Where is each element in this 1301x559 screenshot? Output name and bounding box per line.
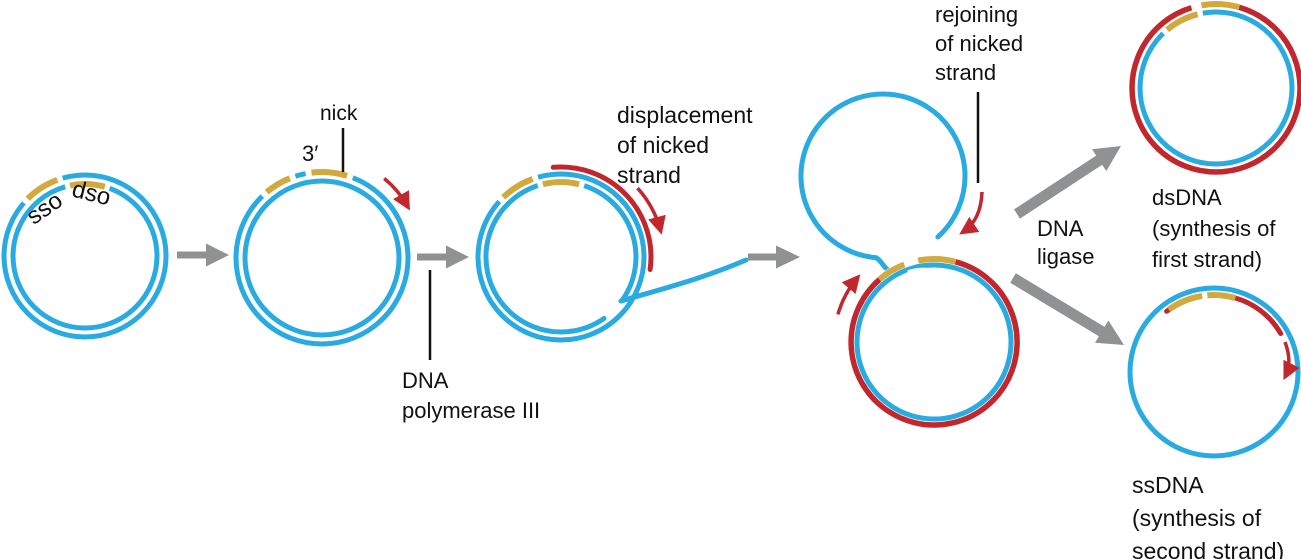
ligase-arrow-up xyxy=(1014,146,1121,219)
ssdna-product-label: ssDNA (synthesis of second strand) xyxy=(1132,472,1285,559)
sso-segment-2 xyxy=(264,175,292,195)
nick-label: nick xyxy=(320,102,358,125)
dsdna-product-label: dsDNA (synthesis of first strand) xyxy=(1152,185,1276,272)
sso-segment xyxy=(25,177,59,201)
dso-segment-dsdna xyxy=(1200,1,1241,11)
dso-segment-ssdna xyxy=(1207,292,1237,301)
rejoining-label: rejoining of nicked strand xyxy=(935,2,1024,85)
sso-segment-ssdna xyxy=(1166,293,1203,313)
three-prime-label: 3′ xyxy=(302,141,319,166)
step-arrow-3 xyxy=(748,245,800,269)
plasmid-stage-3-displacement xyxy=(475,164,749,343)
dna-polymerase-label: DNA polymerase III xyxy=(402,368,541,423)
stage-4-rejoining xyxy=(798,91,1020,428)
new-strand-arc xyxy=(550,164,654,272)
dso-segment xyxy=(69,181,106,190)
displacement-label: displacement of nicked strand xyxy=(617,102,753,188)
product-dsdna xyxy=(1129,0,1301,175)
step-arrow-1 xyxy=(177,243,229,267)
sso-segment-dsdna xyxy=(1165,11,1199,33)
rotation-arrow-stage-3 xyxy=(636,186,666,235)
displaced-strand-tail xyxy=(618,257,749,304)
rotation-arrow-stage-4 xyxy=(836,274,861,315)
plasmid-stage-2-nicked xyxy=(233,128,411,347)
template-circle xyxy=(854,262,1014,422)
plasmid-stage-1 xyxy=(1,172,169,340)
dso-segment-4 xyxy=(917,255,957,265)
dna-ligase-label: DNA ligase xyxy=(1037,216,1095,269)
sso-segment-4 xyxy=(877,261,906,282)
displaced-loop xyxy=(798,91,968,261)
dso-segment-3 xyxy=(542,178,580,188)
rotation-arrow-stage-2 xyxy=(383,177,410,211)
rotation-arrow-ssdna xyxy=(1283,341,1300,381)
step-arrow-2 xyxy=(417,245,469,269)
dso-segment-2 xyxy=(311,169,348,179)
product-ssdna xyxy=(1127,285,1301,459)
rejoining-arrow xyxy=(959,191,984,235)
ligase-arrow-down xyxy=(1010,273,1124,345)
sso-segment-3 xyxy=(501,176,534,200)
new-strand-ring xyxy=(848,259,1020,428)
